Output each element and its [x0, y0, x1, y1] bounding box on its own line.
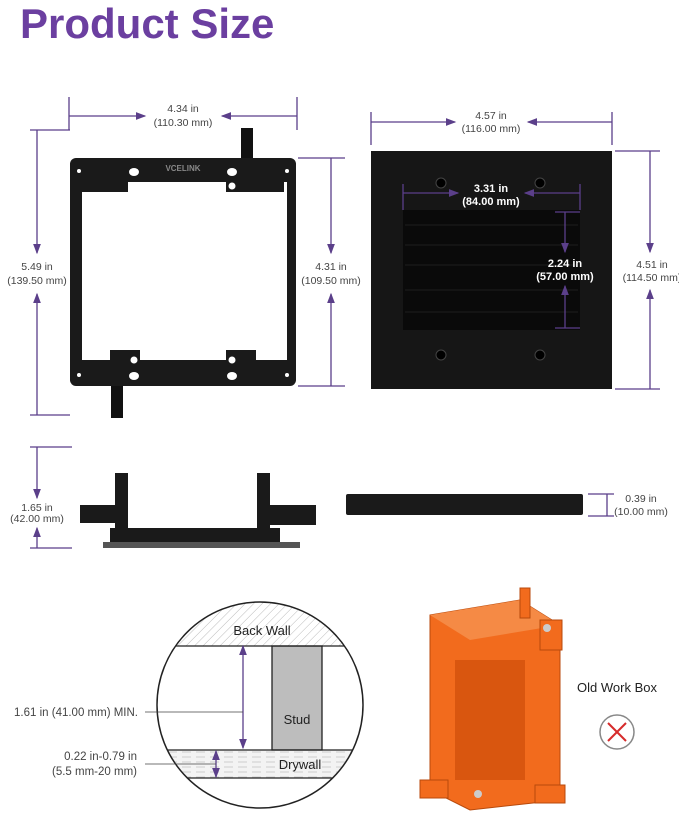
bracket-side-view	[80, 473, 316, 548]
svg-text:4.51 in: 4.51 in	[636, 259, 668, 271]
plate-thickness-dimension: 0.39 in (10.00 mm)	[588, 493, 668, 518]
brand-logo: VCELINK	[165, 164, 200, 173]
svg-text:2.24 in: 2.24 in	[548, 258, 583, 270]
svg-text:(84.00 mm): (84.00 mm)	[462, 196, 520, 208]
svg-text:4.34 in: 4.34 in	[167, 103, 199, 115]
opening-height-dimension: 2.24 in (57.00 mm)	[536, 211, 594, 329]
svg-text:(116.00 mm): (116.00 mm)	[462, 123, 521, 135]
drywall-range-in: 0.22 in-0.79 in	[64, 751, 137, 763]
page-title: Product Size	[20, 0, 274, 47]
svg-text:(42.00 mm): (42.00 mm)	[10, 513, 64, 525]
bracket-total-height-dimension: 5.49 in (139.50 mm)	[7, 129, 70, 416]
svg-text:3.31 in: 3.31 in	[474, 183, 509, 195]
svg-text:4.31 in: 4.31 in	[315, 261, 347, 273]
svg-text:4.57 in: 4.57 in	[475, 110, 507, 122]
back-wall-label: Back Wall	[233, 623, 290, 638]
svg-text:(110.30 mm): (110.30 mm)	[154, 117, 213, 129]
old-work-box-image	[419, 587, 566, 811]
svg-text:1.65 in: 1.65 in	[21, 502, 53, 514]
stud-label: Stud	[284, 712, 311, 727]
svg-text:(57.00 mm): (57.00 mm)	[536, 271, 594, 283]
plate-side-view	[346, 494, 583, 515]
bracket-front-view: VCELINK	[70, 128, 296, 418]
wall-section-diagram: Back Wall Stud Drywall 1.61 in (41.00 mm…	[14, 601, 364, 809]
bracket-frame-height-dimension: 4.31 in (109.50 mm)	[298, 157, 361, 387]
min-depth-label: 1.61 in (41.00 mm) MIN.	[14, 707, 138, 719]
wall-plate-front-view	[371, 151, 612, 389]
drywall-range-mm: (5.5 mm-20 mm)	[52, 766, 137, 778]
svg-text:(139.50 mm): (139.50 mm)	[7, 275, 67, 287]
plate-height-dimension: 4.51 in (114.50 mm)	[615, 150, 679, 390]
svg-text:(109.50 mm): (109.50 mm)	[301, 275, 361, 287]
svg-text:0.39 in: 0.39 in	[625, 493, 657, 505]
bracket-width-dimension: 4.34 in (110.30 mm)	[68, 97, 298, 130]
svg-text:(10.00 mm): (10.00 mm)	[614, 506, 668, 518]
svg-text:5.49 in: 5.49 in	[21, 261, 53, 273]
drywall-label: Drywall	[279, 757, 322, 772]
bracket-depth-dimension: 1.65 in (42.00 mm)	[10, 446, 72, 549]
opening-width-dimension: 3.31 in (84.00 mm)	[402, 183, 581, 210]
plate-width-dimension: 4.57 in (116.00 mm)	[370, 110, 613, 145]
svg-text:(114.50 mm): (114.50 mm)	[623, 272, 679, 284]
x-circle-icon	[599, 714, 635, 750]
old-work-box-label: Old Work Box	[577, 680, 657, 695]
